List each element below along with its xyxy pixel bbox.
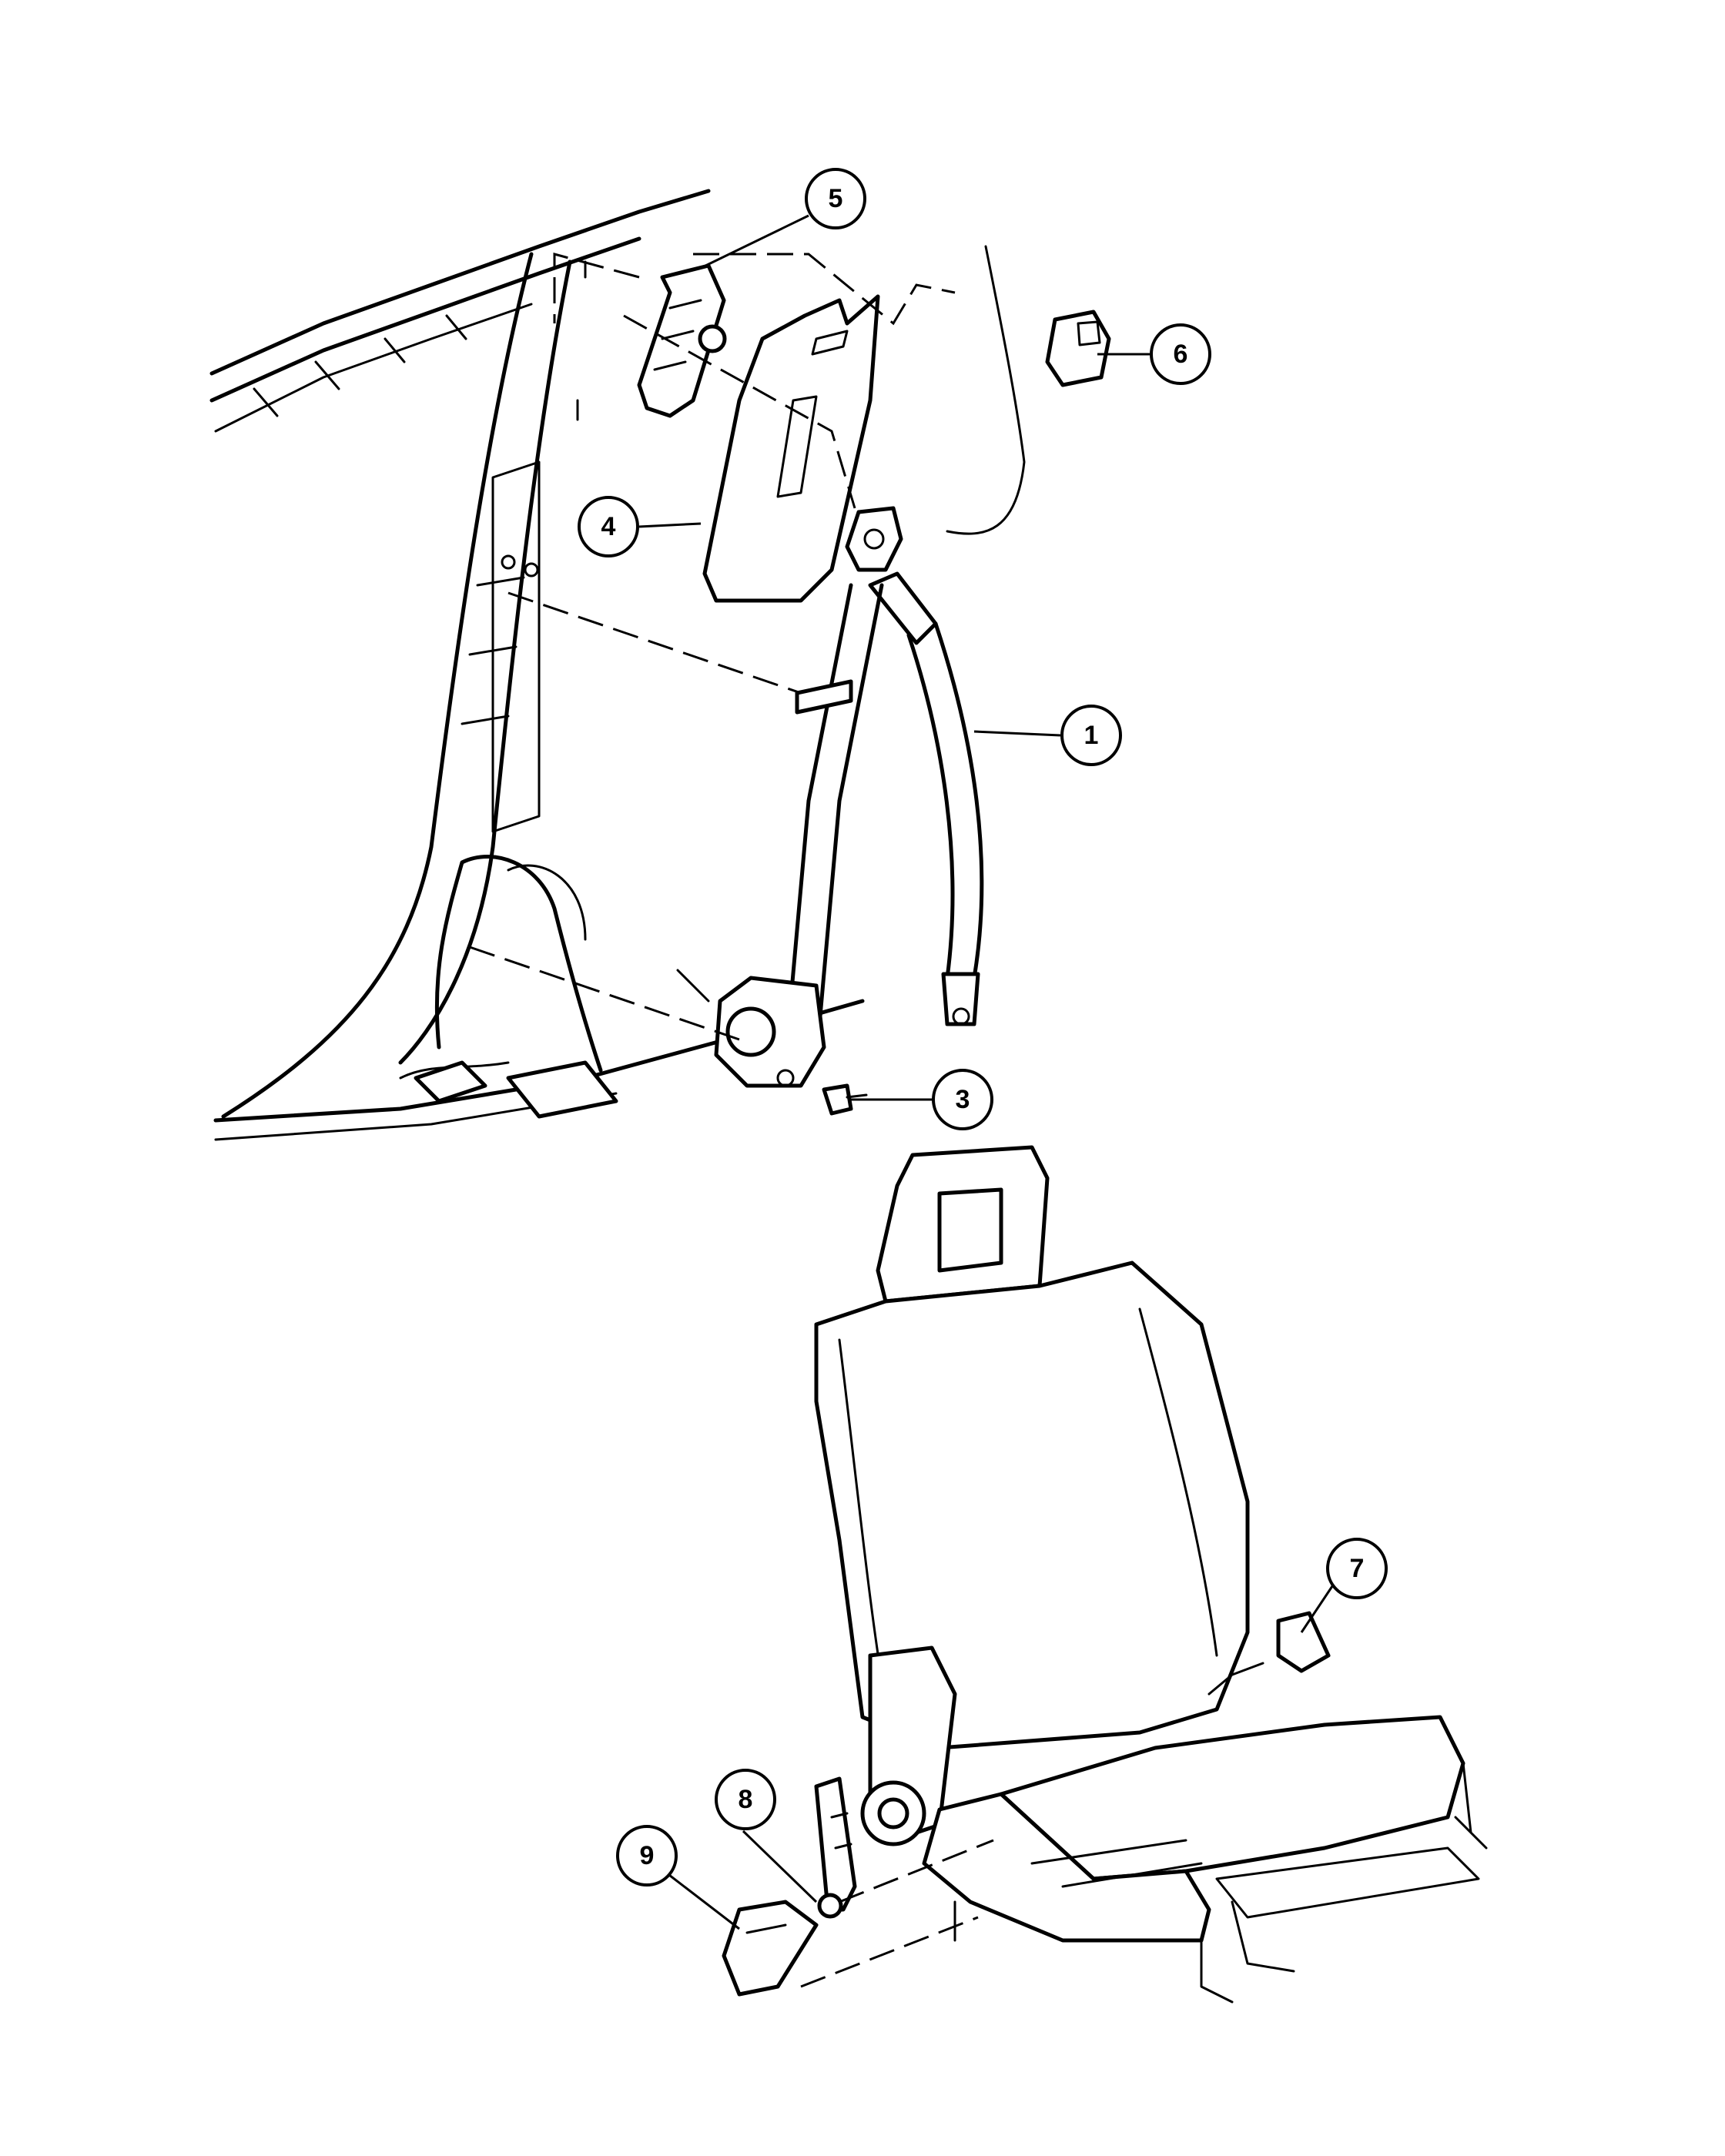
svg-text:3: 3 [956, 1085, 970, 1114]
svg-text:5: 5 [829, 184, 843, 213]
roof-rail [209, 189, 711, 433]
callout-7: 7 [1326, 1538, 1388, 1599]
callout-9: 9 [616, 1825, 678, 1886]
part-4-pillar-trim [702, 294, 880, 603]
part-9-shield [722, 1900, 819, 1997]
part-8-buckle-strap [814, 1776, 857, 1919]
svg-text:7: 7 [1350, 1554, 1365, 1583]
svg-text:4: 4 [601, 512, 616, 541]
svg-text:9: 9 [640, 1841, 655, 1870]
part-6-cap [1045, 310, 1111, 387]
part-1-seat-belt [714, 506, 984, 1088]
svg-text:8: 8 [739, 1785, 753, 1814]
part-5-height-adjuster [637, 263, 727, 418]
svg-text:6: 6 [1174, 340, 1188, 369]
callout-1: 1 [1060, 705, 1122, 766]
callout-6: 6 [1150, 323, 1211, 385]
part-7-buckle [1208, 1611, 1331, 1696]
svg-text:1: 1 [1084, 721, 1099, 750]
part-3-bolt [822, 1083, 868, 1116]
callout-4: 4 [578, 496, 639, 557]
b-pillar [221, 252, 587, 1119]
alignment-lines [469, 245, 1026, 1988]
callout-8: 8 [715, 1769, 776, 1830]
callout-5: 5 [805, 168, 866, 229]
callout-3: 3 [932, 1069, 993, 1130]
seat [814, 1145, 1488, 2004]
leader-lines [638, 214, 1334, 1930]
